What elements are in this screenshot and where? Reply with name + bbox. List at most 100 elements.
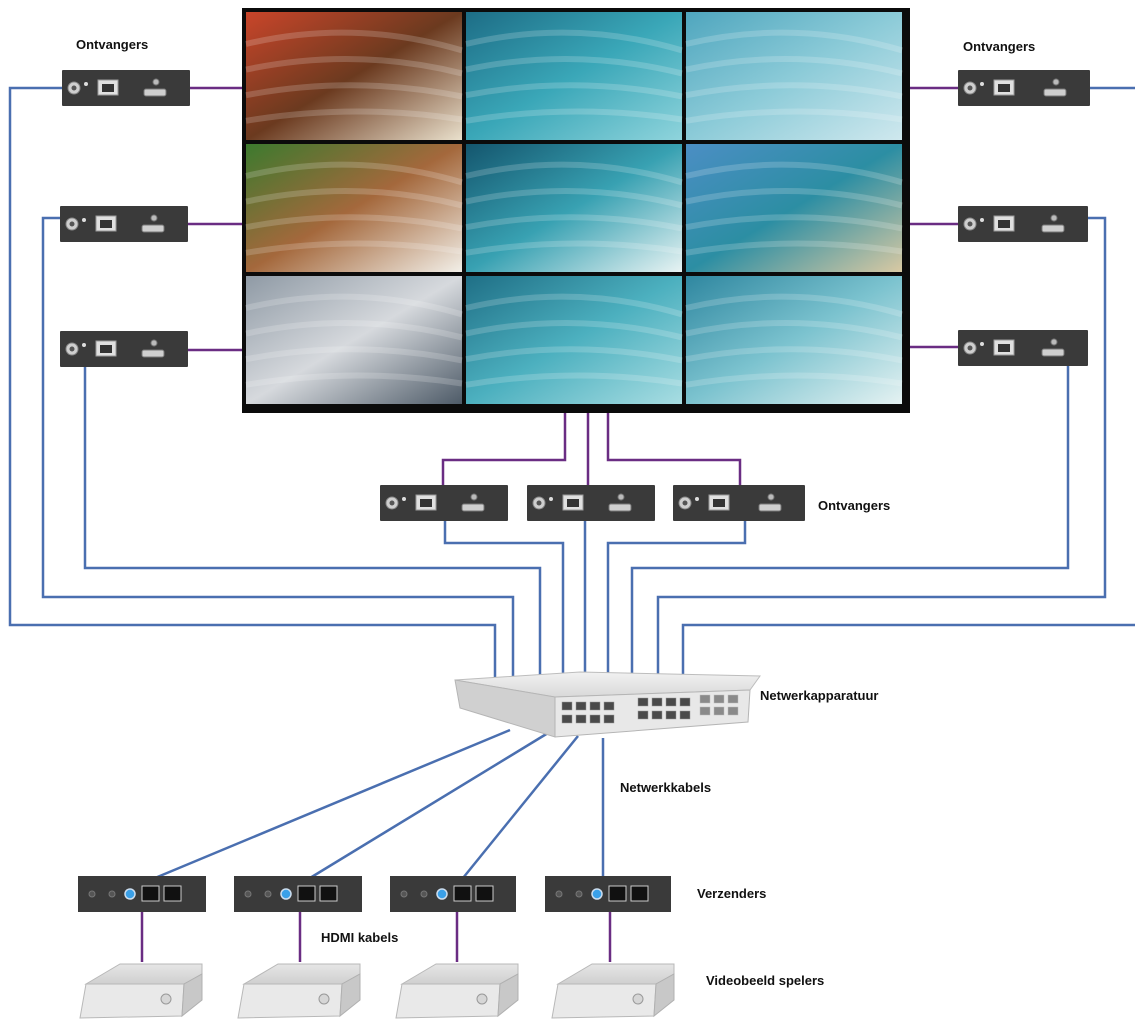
network-cable xyxy=(8,86,497,678)
tile-texture xyxy=(465,108,683,124)
tile-texture xyxy=(245,82,463,100)
screw-icon xyxy=(767,493,775,501)
screw-icon xyxy=(152,78,160,86)
power-jack-center xyxy=(967,85,973,91)
hdmi-port-icon xyxy=(1041,224,1065,233)
receiver xyxy=(380,485,508,521)
transmitters-label: Verzenders xyxy=(697,886,767,901)
network-cables-label: Netwerkkabels xyxy=(620,780,712,795)
tile-texture xyxy=(465,161,683,186)
tile-texture xyxy=(465,240,683,256)
video-players xyxy=(79,963,675,1019)
video-player xyxy=(551,963,675,1019)
receivers-label-top-right: Ontvangers xyxy=(963,39,1036,54)
switch-port xyxy=(651,697,663,707)
receiver-body xyxy=(958,70,1090,106)
switch-port xyxy=(603,714,615,724)
tile-texture xyxy=(465,214,683,232)
receiver-body xyxy=(527,485,655,521)
network-equipment-label: Netwerkapparatuur xyxy=(760,688,879,703)
power-jack-center xyxy=(69,221,75,227)
switch-sfp-port xyxy=(727,694,739,704)
hdmi-port-icon xyxy=(758,503,782,512)
power-jack-center xyxy=(967,221,973,227)
ethernet-port-icon xyxy=(630,885,649,902)
tile-texture xyxy=(245,319,463,341)
power-led-icon xyxy=(124,888,136,900)
tile-texture xyxy=(465,29,683,54)
tile-texture xyxy=(685,29,903,54)
indicator-dot xyxy=(420,890,428,898)
tile-image xyxy=(686,276,902,404)
tile-texture xyxy=(685,161,903,186)
hdmi-port-icon xyxy=(1043,88,1067,97)
indicator-dot xyxy=(575,890,583,898)
tile-texture xyxy=(245,214,463,232)
player-button-icon xyxy=(476,993,488,1005)
tile-texture xyxy=(685,108,903,124)
indicator-dot xyxy=(108,890,116,898)
transmitter xyxy=(545,876,671,912)
network-cable xyxy=(154,728,511,880)
tile-texture xyxy=(685,187,903,209)
player-top xyxy=(84,963,203,985)
receiver xyxy=(673,485,805,521)
switch-port xyxy=(665,710,677,720)
screw-icon xyxy=(150,214,158,222)
network-cable xyxy=(443,520,565,690)
tile-texture xyxy=(685,214,903,232)
switch-port xyxy=(575,714,587,724)
video-player xyxy=(79,963,203,1019)
tile-texture xyxy=(245,29,463,54)
ethernet-port-slot xyxy=(998,84,1010,92)
network-cable xyxy=(462,735,579,879)
network-cables xyxy=(8,86,1135,880)
receiver-body xyxy=(958,206,1088,242)
tile-texture xyxy=(465,346,683,364)
ethernet-port-slot xyxy=(567,499,579,507)
switch-port xyxy=(603,701,615,711)
power-jack-center xyxy=(967,345,973,351)
switch-sfp-port xyxy=(713,706,725,716)
ethernet-port-icon xyxy=(475,885,494,902)
screw-icon xyxy=(1050,338,1058,346)
screw-icon xyxy=(1050,214,1058,222)
player-top xyxy=(242,963,361,985)
tile-texture xyxy=(685,293,903,318)
video-player xyxy=(237,963,361,1019)
power-jack-center xyxy=(389,500,395,506)
power-led-icon xyxy=(436,888,448,900)
video-tile-wave-top xyxy=(465,12,683,140)
tile-texture xyxy=(685,319,903,341)
status-led xyxy=(980,82,984,86)
tile-texture xyxy=(685,372,903,388)
receiver xyxy=(958,70,1090,106)
hdmi-port-icon xyxy=(141,349,165,358)
tile-image xyxy=(466,276,682,404)
receiver xyxy=(958,206,1088,242)
receivers-label-top-left: Ontvangers xyxy=(76,37,149,52)
player-side xyxy=(497,973,519,1018)
tile-texture xyxy=(465,55,683,77)
status-led xyxy=(695,497,699,501)
receiver xyxy=(62,70,190,106)
power-led-icon xyxy=(280,888,292,900)
receiver xyxy=(60,331,188,367)
hdmi-port-icon xyxy=(461,503,485,512)
network-cable xyxy=(309,731,549,880)
switch-port xyxy=(665,697,677,707)
tile-texture xyxy=(465,319,683,341)
tile-image xyxy=(246,12,462,140)
power-jack-center xyxy=(71,85,77,91)
switch-port xyxy=(637,697,649,707)
video-players-label: Videobeeld spelers xyxy=(706,973,825,988)
transmitter xyxy=(390,876,516,912)
status-led xyxy=(980,342,984,346)
ethernet-port-slot xyxy=(102,84,114,92)
receiver-body xyxy=(673,485,805,521)
status-led xyxy=(980,218,984,222)
ethernet-port-slot xyxy=(420,499,432,507)
receiver xyxy=(527,485,655,521)
network-cable xyxy=(606,520,747,690)
switch-port xyxy=(679,697,691,707)
